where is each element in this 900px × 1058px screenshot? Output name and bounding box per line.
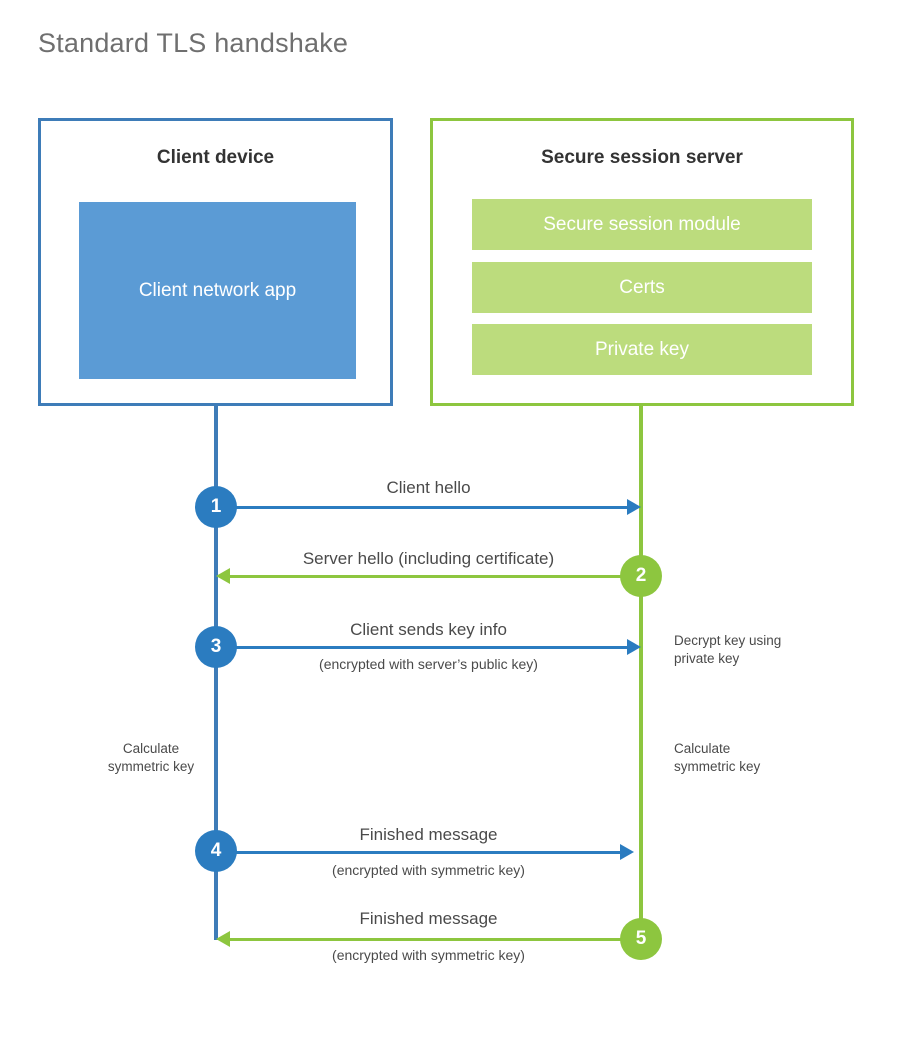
step-5-label: Finished message	[359, 909, 498, 928]
step-1-arrow-head	[627, 499, 641, 515]
page-title: Standard TLS handshake	[38, 28, 349, 58]
server-lifeline	[639, 406, 643, 940]
step-3-arrow-head	[627, 639, 641, 655]
annotation-decrypt-key: Decrypt key using private key	[674, 633, 782, 667]
secure-session-server-title: Secure session server	[541, 147, 743, 168]
client-lifeline	[214, 406, 218, 940]
annotation-client-calculate-symmetric-key: Calculate symmetric key	[107, 741, 195, 775]
step-2-label: Server hello (including certificate)	[302, 549, 555, 568]
step-4-arrow-head	[620, 844, 634, 860]
client-device-title: Client device	[156, 147, 275, 168]
client-network-app-block: Client network app	[79, 202, 356, 379]
step-4-arrow-line	[216, 851, 620, 854]
step-2-arrow-head	[216, 568, 230, 584]
step-4-sublabel: (encrypted with symmetric key)	[332, 862, 525, 878]
client-device-box: Client device Client network app	[38, 118, 393, 406]
step-3-arrow-line	[216, 646, 627, 649]
server-component-private-key: Private key	[472, 324, 812, 375]
server-component-certs: Certs	[472, 262, 812, 313]
step-1-arrow-line	[216, 506, 627, 509]
step-5-arrow-line	[230, 938, 627, 941]
step-5-arrow-head	[216, 931, 230, 947]
step-3-label: Client sends key info	[350, 620, 507, 639]
step-marker-1[interactable]: 1	[195, 486, 237, 528]
step-marker-4[interactable]: 4	[195, 830, 237, 872]
step-2-arrow-line	[230, 575, 627, 578]
annotation-server-calculate-symmetric-key: Calculate symmetric key	[674, 741, 761, 775]
step-3-sublabel: (encrypted with server’s public key)	[319, 656, 538, 672]
secure-session-server-box: Secure session server Secure session mod…	[430, 118, 854, 406]
step-1-label: Client hello	[386, 478, 471, 497]
step-marker-2[interactable]: 2	[620, 555, 662, 597]
step-marker-3[interactable]: 3	[195, 626, 237, 668]
step-5-sublabel: (encrypted with symmetric key)	[332, 947, 525, 963]
step-4-label: Finished message	[359, 825, 498, 844]
server-component-secure-session-module: Secure session module	[472, 199, 812, 250]
step-marker-5[interactable]: 5	[620, 918, 662, 960]
